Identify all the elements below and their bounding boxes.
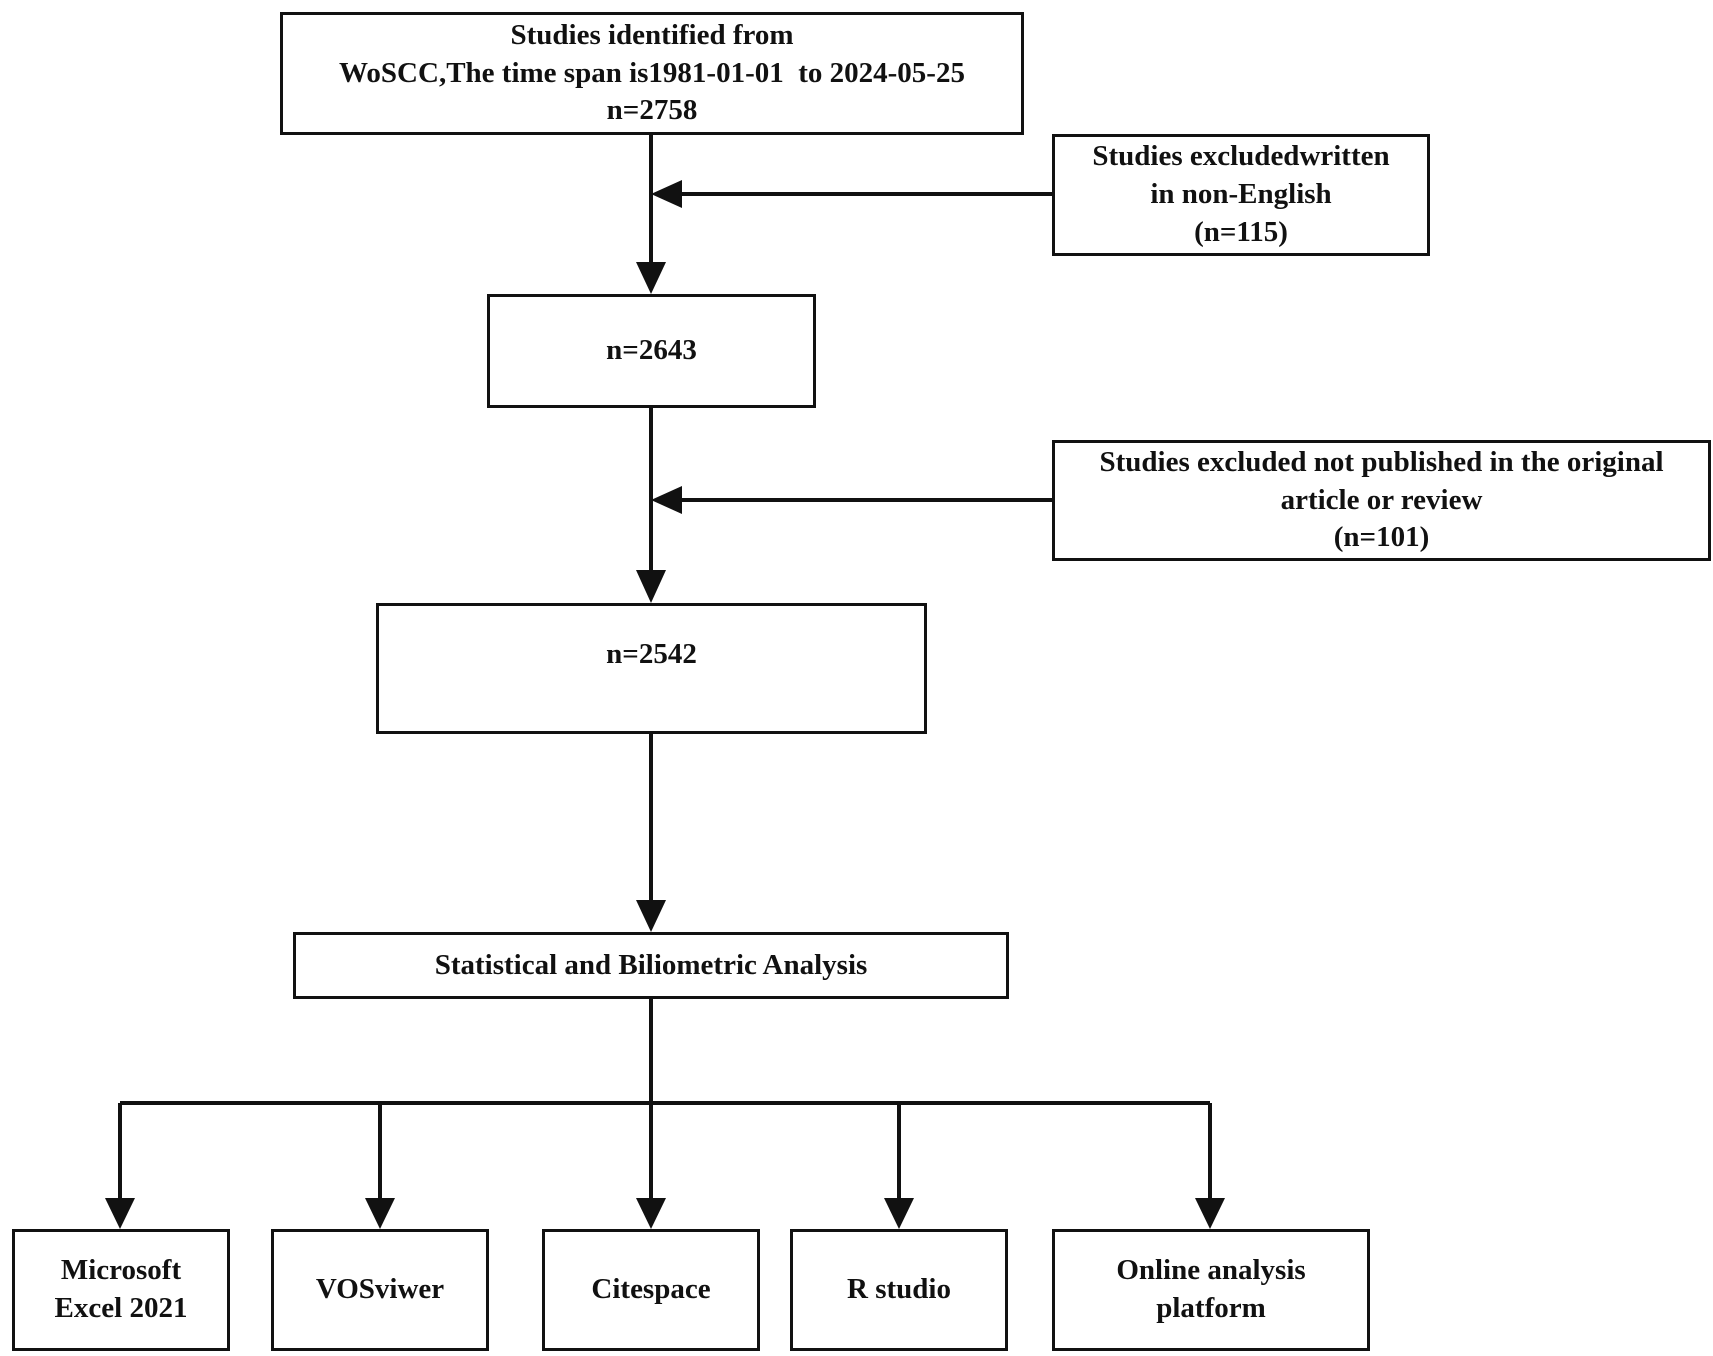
arrowhead-tool-4 [884,1198,914,1229]
excluded-type-line-3: (n=101) [1333,521,1430,554]
identified-line-1: Studies identified from [510,18,794,51]
arrowhead-tool-2 [365,1198,395,1229]
arrowhead-tool-3 [636,1198,666,1229]
analysis-box: Statistical and Biliometric Analysis [293,932,1009,999]
after-type-count: n=2542 [606,638,697,670]
tool-online-line-2: platform [1156,1292,1266,1324]
tool-box-vosviewer: VOSviwer [271,1229,489,1351]
tool-online-line-1: Online analysis [1116,1254,1306,1287]
excluded-language-line-2: in non-English [1150,178,1332,211]
tool-excel-line-2: Excel 2021 [54,1292,188,1324]
arrowhead-to-2643 [636,262,666,294]
excluded-type-box: Studies excluded not published in the or… [1052,440,1711,561]
analysis-label: Statistical and Biliometric Analysis [434,948,868,981]
excluded-type-line-1: Studies excluded not published in the or… [1099,445,1664,478]
arrowhead-to-analysis [636,900,666,932]
arrowhead-tool-5 [1195,1198,1225,1229]
tool-vosviewer-label: VOSviwer [315,1273,445,1306]
after-type-box: n=2542 [376,603,927,734]
arrowhead-excluded-type [651,486,682,514]
arrowhead-tool-1 [105,1198,135,1229]
excluded-language-box: Studies excludedwritten in non-English (… [1052,134,1430,256]
identified-box: Studies identified from WoSCC,The time s… [280,12,1024,135]
tool-rstudio-label: R studio [847,1273,951,1306]
tool-box-citespace: Citespace [542,1229,760,1351]
excluded-language-line-1: Studies excludedwritten [1092,140,1390,173]
identified-line-2: WoSCC,The time span is1981-01-01 to 2024… [339,56,965,89]
after-language-count: n=2643 [606,334,697,367]
after-language-box: n=2643 [487,294,816,408]
arrowhead-to-2542 [636,570,666,603]
excluded-type-line-2: article or review [1280,483,1483,516]
arrowhead-excluded-language [651,180,682,208]
tool-box-rstudio: R studio [790,1229,1008,1351]
excluded-language-line-3: (n=115) [1194,215,1288,248]
tool-box-excel: Microsoft Excel 2021 [12,1229,230,1351]
identified-line-3: n=2758 [606,94,698,127]
tool-box-online-platform: Online analysis platform [1052,1229,1370,1351]
tool-citespace-label: Citespace [591,1273,711,1306]
tool-excel-line-1: Microsoft [60,1254,182,1287]
